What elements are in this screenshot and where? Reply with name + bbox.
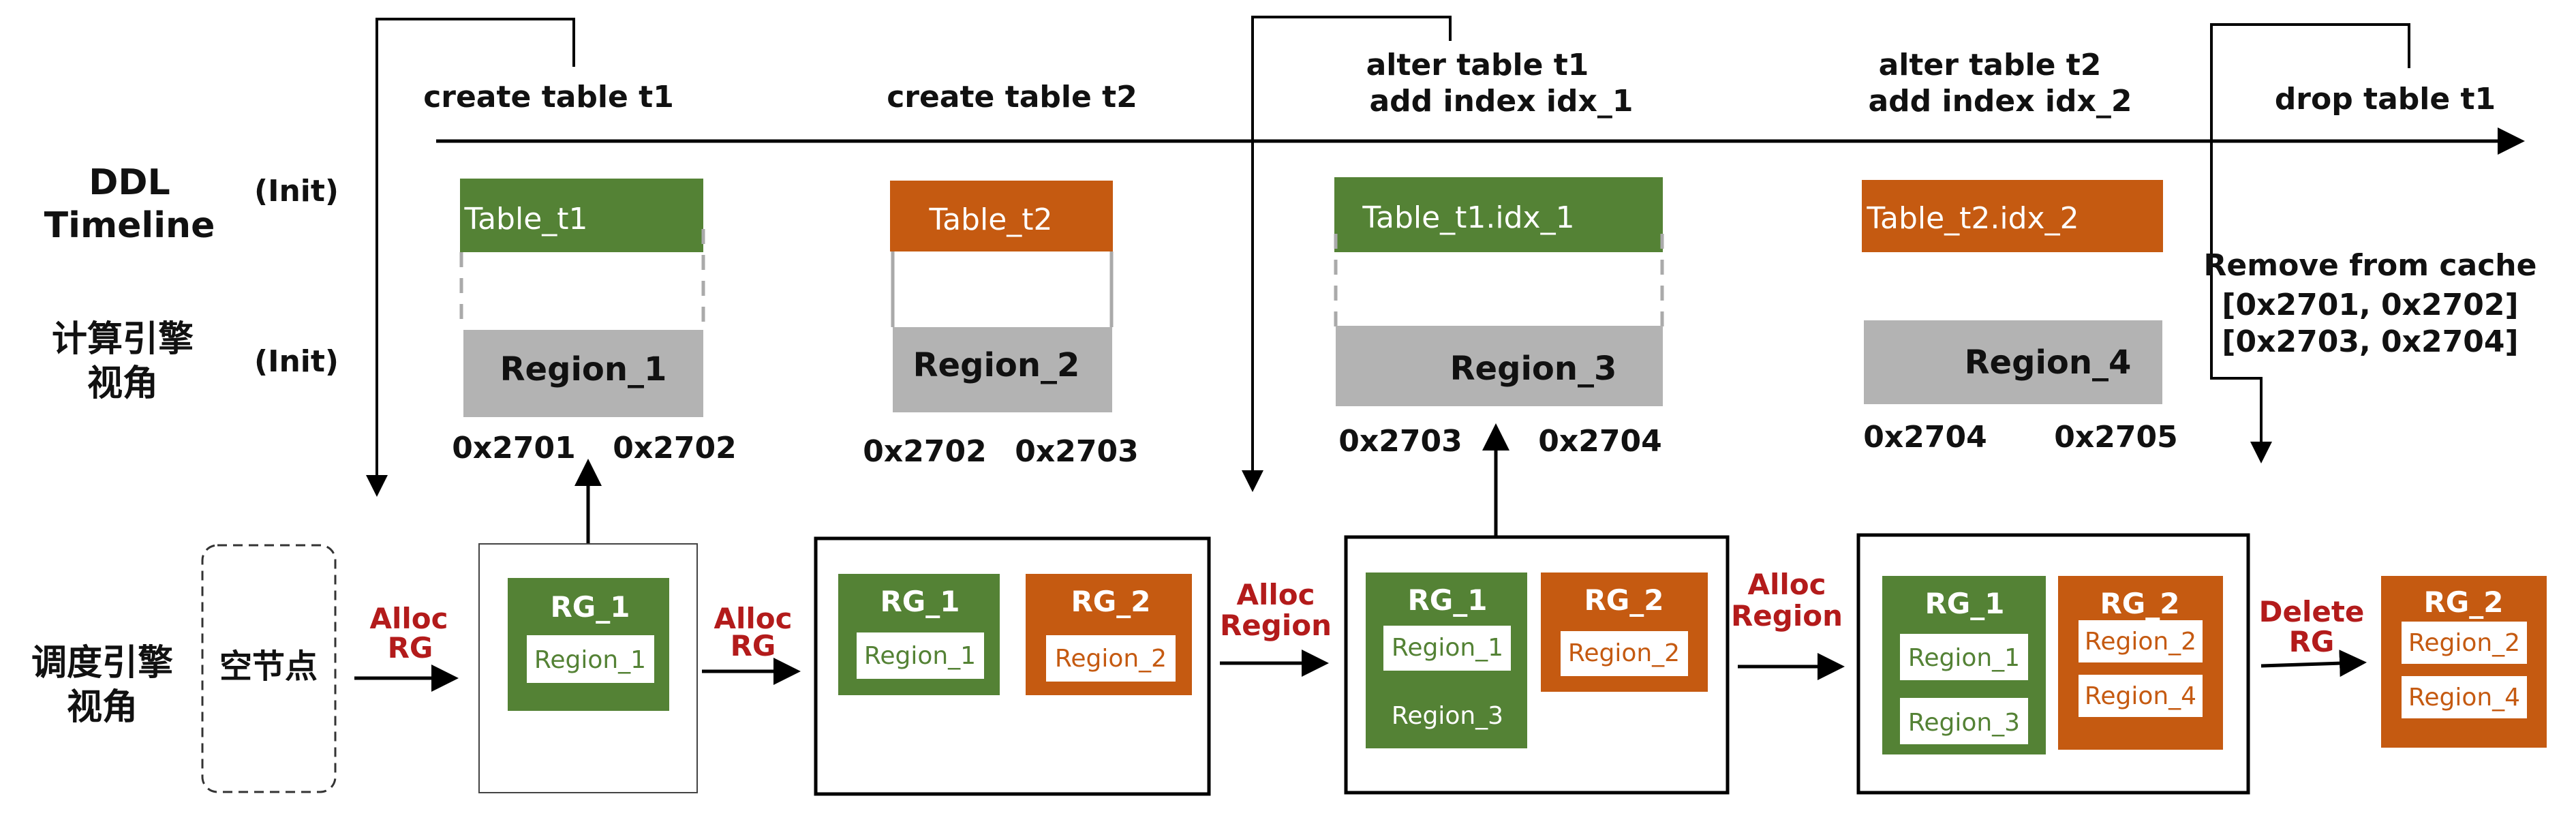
node-1-rg1-label: RG_1 [550,590,630,624]
node-2-region2-label: Region_2 [1055,645,1167,673]
action-4-line1: Alloc [1747,568,1826,601]
node-4-region1-box [1900,634,2028,680]
final-rg2-label: RG_2 [2423,585,2503,619]
node-2-rg2-label: RG_2 [1071,585,1150,618]
empty-node [201,544,337,793]
node-4-rg1-label: RG_1 [1925,587,2004,620]
event-label-3b: add index idx_1 [1369,84,1633,119]
action-5-line1: Delete [2259,595,2365,628]
table-header-t1-idx1 [1334,177,1663,252]
range-end-3: 0x2704 [1538,424,1661,459]
node-4-region3-box [1900,698,2028,744]
range-start-4: 0x2704 [1863,420,1987,455]
action-2-line1: Alloc [714,602,792,635]
table-header-t1 [460,179,703,252]
node-1-region1-box [527,635,654,683]
node-4-region4-label: Region_4 [2085,682,2196,710]
row-label-compute-engine: 计算引擎 [52,319,194,360]
region-label-3: Region_3 [1450,350,1617,388]
table-header-t2-idx2 [1862,180,2163,252]
range-start-2: 0x2702 [863,434,986,469]
event-3-connector [1242,16,1452,492]
node-3-region3-label: Region_3 [1392,702,1503,730]
region-block-2 [893,327,1112,412]
action-2-line2: RG [731,629,776,662]
row-label-scheduler-view: 视角 [67,687,138,728]
node-2-region1-label: Region_1 [864,642,976,670]
node-4-region4-box [2079,675,2203,717]
range-start-3: 0x2703 [1338,424,1462,459]
empty-node-label: 空节点 [219,647,318,686]
table-name-t1: Table_t1 [463,202,587,236]
action-3-line2: Region [1220,609,1332,642]
table-card-t1: Table_t1 Region_1 0x2701 0x2702 [452,179,737,466]
action-4-line2: Region [1731,599,1843,632]
node-3-rg1-label: RG_1 [1407,583,1487,617]
action-1-line1: Alloc [369,602,448,635]
init-label-compute: (Init) [254,344,339,379]
action-1-line2: RG [388,631,433,665]
event-5-connector [2210,23,2410,463]
table-name-t2: Table_t2 [928,202,1052,237]
row-label-scheduler-engine: 调度引擎 [31,643,173,684]
cache-note-range-1: [0x2701, 0x2702] [2222,288,2518,322]
init-label-ddl: (Init) [254,174,339,209]
node-3-region2-box [1561,631,1688,676]
event-label-2: create table t2 [887,80,1137,115]
node-2-region1-box [857,632,984,679]
table-header-t2 [890,181,1113,251]
table-card-t2-idx2: Table_t2.idx_2 Region_4 0x2704 0x2705 [1862,180,2178,455]
cache-note-title: Remove from cache [2204,248,2537,283]
region-label-4: Region_4 [1965,344,2132,382]
node-2-rg1-label: RG_1 [880,585,960,618]
event-1-connector [366,18,575,497]
table-name-t2-idx2: Table_t2.idx_2 [1866,201,2079,236]
node-3-region1-box [1383,626,1511,671]
final-region4-box [2402,676,2527,718]
region-label-2: Region_2 [913,346,1080,384]
row-label-compute-view: 视角 [87,363,158,404]
range-end-2: 0x2703 [1015,434,1138,469]
region-block-3 [1336,326,1663,406]
node-4-region2-box [2079,620,2203,662]
node-3-region2-label: Region_2 [1568,639,1680,667]
range-end-4: 0x2705 [2054,420,2177,455]
final-region2-box [2402,622,2527,664]
node-3-rg2-label: RG_2 [1584,583,1663,617]
range-start-1: 0x2701 [452,431,575,466]
final-region2-label: Region_2 [2408,629,2520,657]
action-5-line2: RG [2289,625,2335,658]
action-3-line1: Alloc [1236,578,1315,611]
node-1-region1-label: Region_1 [534,646,646,674]
region-block-1 [463,330,703,417]
node-4-region2-label: Region_2 [2085,628,2196,656]
row-label-timeline: Timeline [44,205,215,246]
node-3-region1-label: Region_1 [1392,634,1503,662]
region-label-1: Region_1 [500,350,667,388]
final-region4-label: Region_4 [2408,684,2520,712]
event-label-5: drop table t1 [2275,82,2496,117]
table-card-t2: Table_t2 Region_2 0x2702 0x2703 [863,181,1139,469]
node-4-rg2 [2058,576,2223,750]
node-2-region2-box [1046,635,1176,682]
event-label-3a: alter table t1 [1366,48,1589,82]
event-label-4b: add index idx_2 [1868,84,2132,119]
range-end-1: 0x2702 [613,431,736,466]
table-card-t1-idx1: Table_t1.idx_1 Region_3 0x2703 0x2704 [1334,177,1664,459]
cache-note-range-2: [0x2703, 0x2704] [2222,324,2518,359]
event-label-4a: alter table t2 [1879,48,2102,82]
action-5-arrow [2260,650,2367,677]
table-name-t1-idx1: Table_t1.idx_1 [1362,200,1574,235]
node-4-region1-label: Region_1 [1908,644,2020,672]
node-4-region3-label: Region_3 [1908,709,2020,737]
row-label-ddl: DDL [89,162,170,203]
node-4-rg2-label: RG_2 [2100,587,2179,620]
event-label-1: create table t1 [423,80,674,115]
region-block-4 [1864,320,2162,404]
